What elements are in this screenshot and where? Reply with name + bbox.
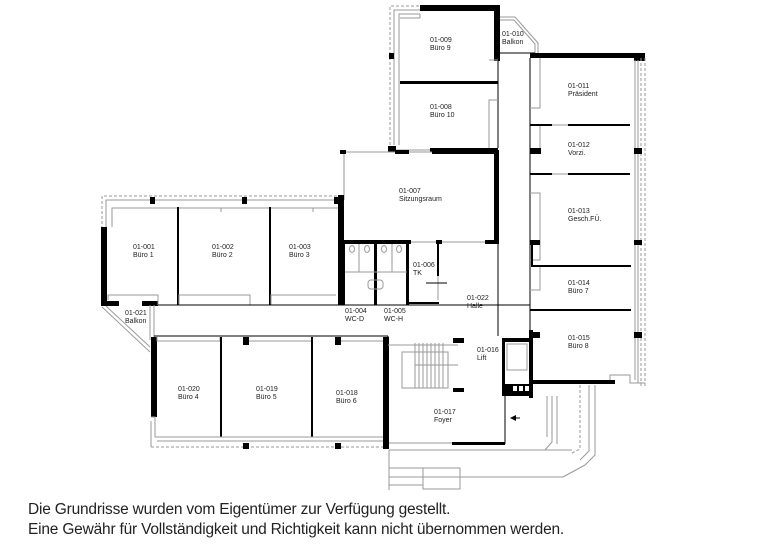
room-name: Balkon bbox=[125, 318, 147, 325]
room-id: 01-014 bbox=[568, 280, 590, 287]
room-id: 01-011 bbox=[568, 83, 590, 90]
room-id: 01-009 bbox=[430, 37, 452, 44]
room-id: 01-019 bbox=[256, 386, 278, 393]
balcony-west bbox=[101, 305, 155, 353]
room-id: 01-002 bbox=[212, 244, 234, 251]
disclaimer-line-1: Die Grundrisse wurden vom Eigentümer zur… bbox=[28, 501, 451, 518]
room-name: WC-D bbox=[345, 316, 365, 323]
room-name: WC-H bbox=[384, 316, 404, 323]
core bbox=[387, 330, 596, 490]
room-name: Balkon bbox=[502, 39, 524, 46]
room-name: Präsident bbox=[568, 91, 598, 98]
room-id: 01-020 bbox=[178, 386, 200, 393]
room-id: 01-021 bbox=[125, 310, 147, 317]
wc-block bbox=[343, 243, 447, 305]
room-id: 01-018 bbox=[336, 390, 358, 397]
north-wing bbox=[388, 5, 500, 152]
room-id: 01-008 bbox=[430, 104, 452, 111]
room-id: 01-015 bbox=[568, 335, 590, 342]
room-id: 01-012 bbox=[568, 142, 590, 149]
room-name: Büro 3 bbox=[289, 252, 310, 259]
room-name: Büro 8 bbox=[568, 343, 589, 350]
room-id: 01-013 bbox=[568, 208, 590, 215]
room-id: 01-001 bbox=[133, 244, 155, 251]
room-name: Sitzungsraum bbox=[399, 196, 442, 203]
room-id: 01-010 bbox=[502, 31, 524, 38]
south-wing bbox=[150, 337, 389, 449]
room-name: Gesch.FÜ. bbox=[568, 216, 602, 223]
room-name: Büro 4 bbox=[178, 394, 199, 401]
room-name: Vorzi. bbox=[568, 150, 586, 157]
room-name: TK bbox=[413, 270, 422, 277]
room-name: Halle bbox=[467, 303, 483, 310]
room-name: Büro 6 bbox=[336, 398, 357, 405]
room-name: Büro 10 bbox=[430, 112, 455, 119]
room-id: 01-016 bbox=[477, 347, 499, 354]
room-id: 01-003 bbox=[289, 244, 311, 251]
room-id: 01-007 bbox=[399, 188, 421, 195]
room-id: 01-022 bbox=[467, 295, 489, 302]
room-name: Lift bbox=[477, 355, 487, 362]
room-name: Büro 9 bbox=[430, 45, 451, 52]
room-name: Büro 7 bbox=[568, 288, 589, 295]
disclaimer: Die Grundrisse wurden vom Eigentümer zur… bbox=[28, 500, 564, 540]
room-id: 01-004 bbox=[345, 308, 367, 315]
floor-plan-drawing bbox=[101, 5, 646, 490]
meeting-room bbox=[338, 150, 499, 305]
room-name: Büro 1 bbox=[133, 252, 154, 259]
room-id: 01-006 bbox=[413, 262, 435, 269]
room-id: 01-017 bbox=[434, 409, 456, 416]
west-wing bbox=[101, 195, 530, 306]
disclaimer-line-2: Eine Gewähr für Vollständigkeit und Rich… bbox=[28, 521, 565, 538]
room-name: Büro 2 bbox=[212, 252, 233, 259]
room-name: Foyer bbox=[434, 417, 452, 424]
room-id: 01-005 bbox=[384, 308, 406, 315]
balcony-north bbox=[498, 16, 539, 54]
room-name: Büro 5 bbox=[256, 394, 277, 401]
